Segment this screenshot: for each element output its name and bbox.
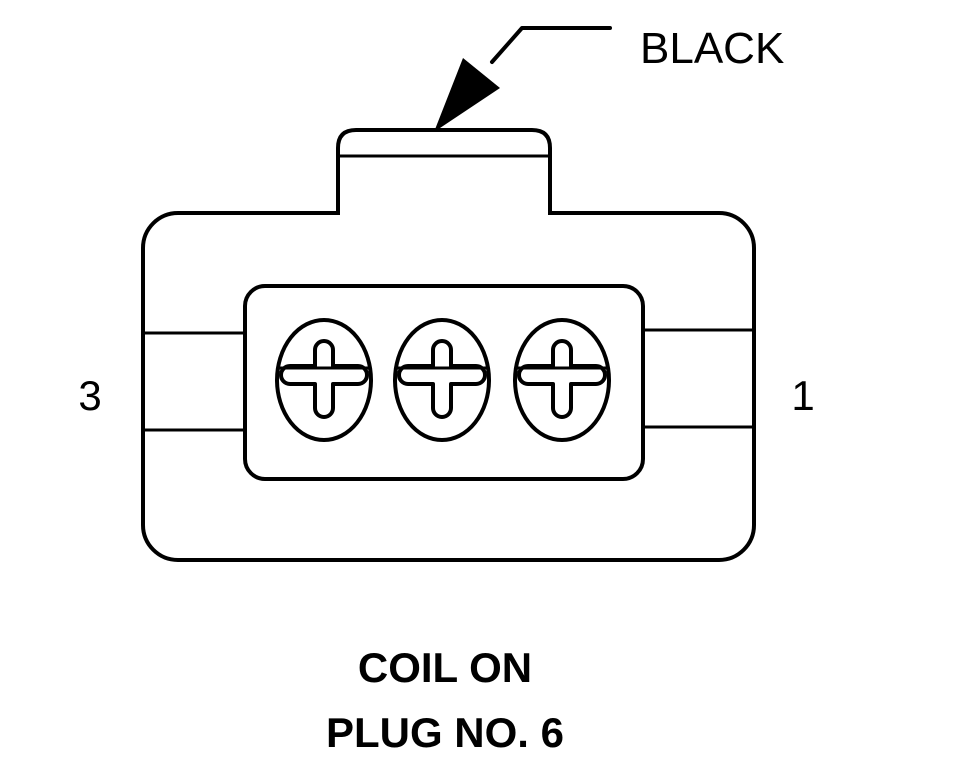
color-leader (434, 26, 612, 132)
terminal-pin-1 (513, 318, 611, 442)
leader-line (490, 26, 612, 64)
pin-label-3: 3 (78, 372, 101, 419)
terminal-pin-2 (393, 318, 491, 442)
caption-line-1: COIL ON (358, 644, 532, 691)
terminal-frame (243, 284, 645, 481)
locking-tab (336, 128, 552, 214)
caption-line-2: PLUG NO. 6 (326, 709, 564, 756)
leader-arrowhead (434, 58, 500, 132)
connector-body (141, 211, 756, 562)
side-rib-right (642, 328, 752, 429)
color-label: BLACK (640, 24, 784, 73)
pin-label-1: 1 (791, 372, 814, 419)
terminal-pin-3 (275, 318, 373, 442)
side-rib-left (145, 331, 245, 432)
